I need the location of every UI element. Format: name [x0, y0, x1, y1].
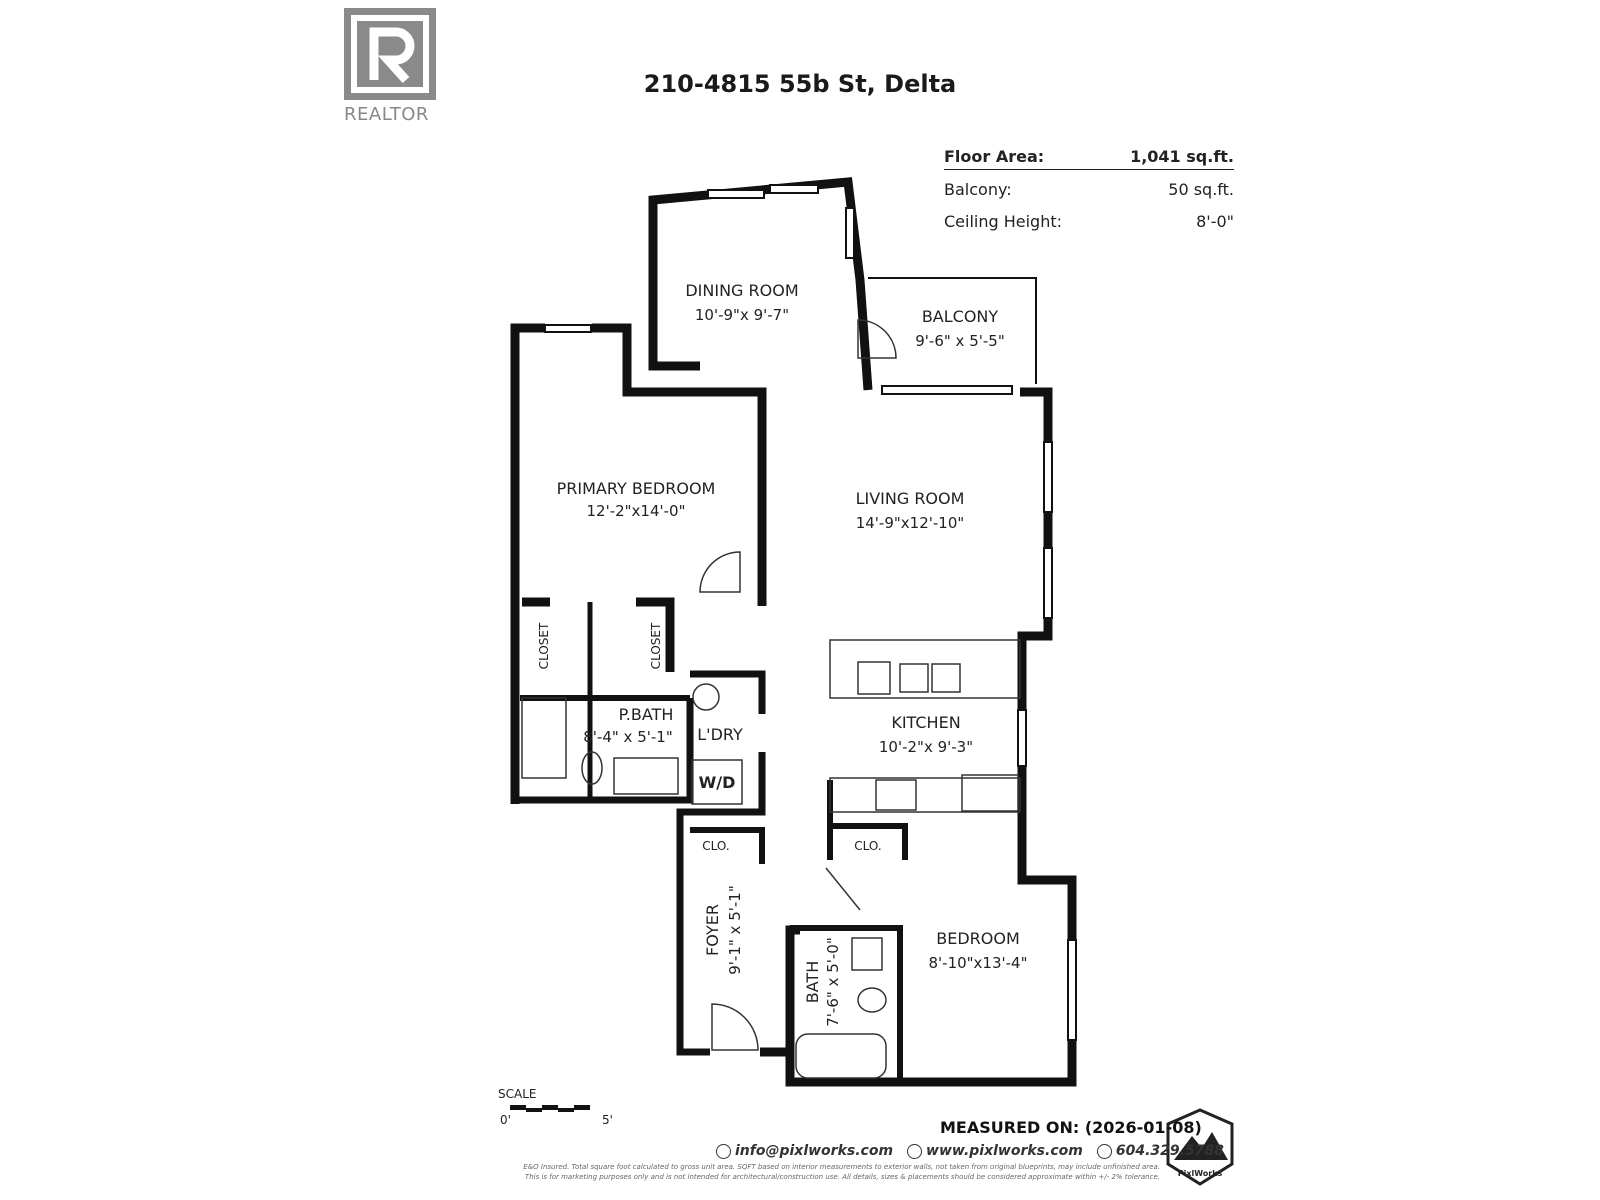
- scale-start: 0': [500, 1113, 511, 1127]
- bedroom-size: 8'-10"x13'-4": [928, 954, 1027, 972]
- wall-bath: [790, 925, 903, 1082]
- disclaimer-line-2: This is for marketing purposes only and …: [524, 1173, 1160, 1181]
- toilet: [857, 987, 887, 1013]
- phone-contact[interactable]: 604.329.5788: [1096, 1143, 1224, 1159]
- window: [1067, 939, 1077, 1041]
- ceiling-row: Ceiling Height: 8'-0": [944, 212, 1234, 244]
- shower: [521, 697, 567, 779]
- realtor-logo: REALTOR: [344, 8, 448, 126]
- scale-label: SCALE: [498, 1087, 536, 1101]
- disclaimer-line-1: E&O Insured. Total square foot calculate…: [523, 1163, 1160, 1171]
- kitchen-size: 10'-2"x 9'-3": [879, 738, 973, 756]
- window: [707, 189, 765, 199]
- measured-on: MEASURED ON: (2026-01-08): [940, 1118, 1202, 1137]
- window: [769, 184, 819, 194]
- bathtub: [795, 1033, 887, 1079]
- kitchen-sink: [931, 663, 961, 693]
- door-swing: [857, 319, 897, 359]
- window: [544, 324, 592, 333]
- door-swing: [711, 1003, 759, 1051]
- bedroom-label: BEDROOM: [936, 929, 1020, 948]
- pixlworks-logo: PixlWorks: [1166, 1108, 1234, 1186]
- floor-area-label: Floor Area:: [944, 147, 1045, 166]
- balcony-room-size: 9'-6" x 5'-5": [915, 332, 1004, 350]
- window: [1017, 709, 1027, 767]
- wall-foyer-clo: [690, 827, 765, 864]
- kitchen-island: [829, 639, 1021, 699]
- kitchen-counter: [829, 777, 1021, 813]
- ceiling-label: Ceiling Height:: [944, 212, 1063, 231]
- bath-label: BATH: [803, 961, 822, 1003]
- vanity: [613, 757, 679, 795]
- foyer-size: 9'-1" x 5'-1": [726, 885, 744, 974]
- wall-bed-clo: [830, 823, 908, 860]
- phone-text: 604.329.5788: [1115, 1143, 1224, 1159]
- balcony-value: 50 sq.ft.: [1168, 180, 1234, 199]
- balcony-outline: [868, 277, 1037, 384]
- bath-size: 7'-6" x 5'-0": [824, 937, 842, 1026]
- primary-bedroom-label: PRIMARY BEDROOM: [557, 479, 716, 498]
- website-contact[interactable]: www.pixlworks.com: [907, 1143, 1083, 1159]
- washer-dryer: [691, 759, 743, 805]
- window: [845, 207, 855, 259]
- living-room-label: LIVING ROOM: [856, 489, 965, 508]
- washer-dryer-label: W/D: [699, 773, 736, 792]
- closet-right-label: CLOSET: [649, 622, 663, 669]
- pbath-size: 8'-4" x 5'-1": [583, 728, 672, 746]
- dining-room-size: 10'-9"x 9'-7": [695, 306, 789, 324]
- wall-dining-bottom: [653, 387, 767, 606]
- realtor-logo-mark: [344, 8, 436, 100]
- floor-area-row: Floor Area: 1,041 sq.ft.: [944, 147, 1234, 170]
- area-summary: Floor Area: 1,041 sq.ft. Balcony: 50 sq.…: [944, 147, 1234, 244]
- door-swing: [825, 867, 861, 911]
- kitchen-sink: [857, 661, 891, 695]
- ceiling-value: 8'-0": [1196, 212, 1234, 231]
- realtor-logo-text: REALTOR: [344, 104, 429, 125]
- wall-living-right: [785, 387, 1077, 1087]
- wall-pbath-bottom: [515, 698, 694, 804]
- living-room-size: 14'-9"x12'-10": [856, 514, 965, 532]
- balcony-room-label: BALCONY: [922, 307, 999, 326]
- clo-foyer-label: CLO.: [702, 839, 729, 853]
- bath-vanity: [851, 937, 883, 971]
- email-icon: [716, 1143, 731, 1159]
- scale-end: 5': [602, 1113, 613, 1127]
- dining-room-label: DINING ROOM: [685, 281, 798, 300]
- listing-address: 210-4815 55b St, Delta: [643, 70, 957, 98]
- balcony-label: Balcony:: [944, 180, 1012, 199]
- wall-laundry: [676, 670, 766, 1056]
- laundry-sink: [692, 683, 720, 711]
- door-swing: [699, 551, 741, 593]
- contact-line: info@pixlworks.com www.pixlworks.com 604…: [716, 1143, 1224, 1159]
- wall-primary-bottom: [522, 597, 675, 672]
- wall-primary: [510, 323, 653, 804]
- window: [1043, 547, 1053, 619]
- scale-bar: SCALE 0' 5': [498, 1087, 613, 1127]
- kitchen-sink: [899, 663, 929, 693]
- closet-left-label: CLOSET: [537, 622, 551, 669]
- email-contact[interactable]: info@pixlworks.com: [716, 1143, 893, 1159]
- toilet: [581, 751, 603, 785]
- laundry-label: L'DRY: [697, 725, 743, 744]
- balcony-row: Balcony: 50 sq.ft.: [944, 180, 1234, 212]
- website-text: www.pixlworks.com: [926, 1143, 1083, 1159]
- globe-icon: [907, 1143, 923, 1159]
- pbath-label: P.BATH: [619, 705, 674, 724]
- window: [1043, 441, 1053, 513]
- foyer-label: FOYER: [703, 904, 722, 956]
- clo-bed-label: CLO.: [854, 839, 881, 853]
- email-text: info@pixlworks.com: [735, 1143, 894, 1159]
- fridge: [961, 774, 1019, 812]
- kitchen-label: KITCHEN: [891, 713, 960, 732]
- pixlworks-brand: PixlWorks: [1178, 1169, 1223, 1178]
- stove: [875, 779, 917, 811]
- window: [881, 385, 1013, 395]
- primary-bedroom-size: 12'-2"x14'-0": [586, 502, 685, 520]
- floor-area-value: 1,041 sq.ft.: [1130, 147, 1234, 166]
- phone-icon: [1096, 1143, 1112, 1159]
